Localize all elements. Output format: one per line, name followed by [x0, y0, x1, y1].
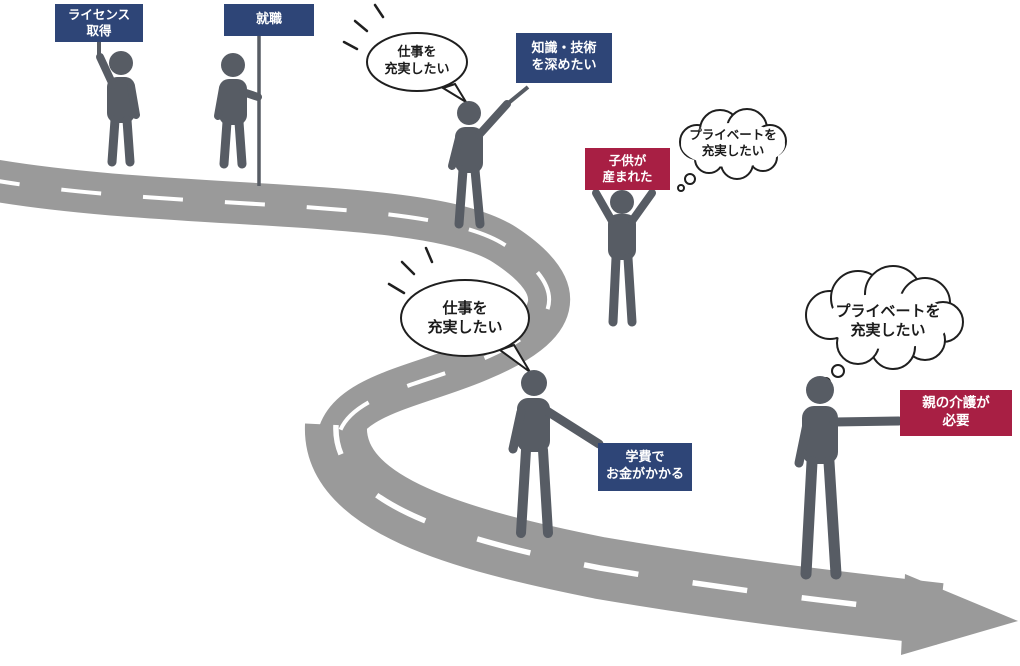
speech-bubble-body — [400, 279, 530, 357]
sign-parent-care-label: 親の介護が 必要 — [922, 395, 990, 429]
person-leg — [107, 115, 120, 167]
excitement-ray — [400, 260, 416, 276]
person-head — [806, 376, 834, 404]
speech-bubble-tail — [440, 82, 467, 103]
person-arm — [592, 189, 616, 225]
person-tuition — [508, 370, 604, 538]
person-arm — [628, 189, 656, 225]
person-leg — [470, 165, 485, 229]
road — [0, 160, 1018, 655]
person-leg — [800, 456, 818, 580]
person-leg — [608, 253, 621, 327]
road-upper-segment — [0, 160, 570, 450]
person-arm — [239, 88, 262, 101]
road-arrow-head — [901, 574, 1018, 655]
excitement-ray — [342, 40, 359, 51]
person-arm — [794, 419, 812, 468]
person-employment — [214, 36, 262, 186]
person-arm — [829, 416, 904, 427]
excitement-ray — [373, 3, 385, 19]
person-head — [457, 101, 481, 125]
bubble-label: プライベートを 充実したい — [689, 126, 777, 158]
cloud-center — [826, 293, 950, 349]
sign-tuition: 学費で お金がかかる — [598, 443, 692, 491]
thought-dot — [684, 173, 696, 185]
person-head — [521, 370, 547, 396]
sign-knowledge: 知識・技術 を深めたい — [516, 33, 612, 83]
excitement-ray — [387, 282, 406, 295]
speech-bubble-work-lower-text: 仕事を 充実したい — [400, 294, 530, 342]
sign-employment: 就職 — [224, 4, 314, 36]
sign-license: ライセンス 取得 — [55, 4, 143, 42]
bubble-label: プライベートを 充実したい — [835, 301, 941, 340]
person-head — [109, 51, 133, 75]
speech-bubble-work-lower — [387, 246, 531, 373]
sign-child-born: 子供が 産まれた — [585, 148, 670, 190]
person-arm — [214, 84, 227, 120]
person-leg — [122, 115, 135, 167]
person-arm — [508, 407, 526, 454]
person-leg — [823, 456, 842, 580]
sign-child-born-label: 子供が 産まれた — [602, 152, 653, 184]
person-arm — [448, 134, 463, 170]
road-centerline-lower — [333, 424, 941, 617]
sign-parent-care: 親の介護が 必要 — [900, 390, 1012, 436]
sign-knowledge-label: 知識・技術 を深めたい — [531, 41, 597, 73]
person-child-born — [592, 189, 656, 327]
bubble-label: 仕事を 充実したい — [384, 45, 450, 77]
person-arm — [127, 82, 140, 119]
cloud-center — [681, 123, 785, 167]
person-leg — [454, 165, 468, 229]
thought-dot — [677, 184, 685, 192]
person-body — [802, 406, 838, 464]
person-knowledge — [448, 85, 530, 229]
person-body — [608, 214, 636, 260]
person-leg — [219, 117, 232, 169]
person-arm — [475, 100, 511, 139]
person-head — [221, 53, 245, 77]
thought-bubble-private-upper — [677, 108, 787, 192]
person-head — [610, 190, 634, 214]
sign-license-label: ライセンス 取得 — [67, 6, 131, 38]
person-leg — [516, 445, 531, 538]
person-arm — [96, 53, 117, 89]
person-arm — [542, 406, 604, 449]
bubble-label: 仕事を 充実したい — [427, 298, 503, 337]
person-leg — [538, 445, 553, 538]
thought-dot — [831, 364, 845, 378]
sign-tuition-label: 学費で お金がかかる — [605, 450, 684, 482]
excitement-ray — [424, 246, 434, 264]
person-leg — [234, 117, 247, 169]
thought-bubble-private-lower — [805, 265, 964, 387]
speech-bubble-body — [366, 32, 468, 92]
person-leg — [623, 253, 637, 327]
speech-bubble-work-upper — [342, 3, 468, 103]
person-license — [96, 41, 140, 167]
thought-bubble-private-upper-text: プライベートを 充実したい — [677, 120, 789, 166]
person-parent-care — [794, 376, 904, 580]
speech-bubble-work-upper-text: 仕事を 充実したい — [367, 39, 467, 85]
thought-bubble-private-lower-text: プライベートを 充実したい — [818, 297, 958, 345]
sign-employment-label: 就職 — [255, 11, 282, 27]
excitement-ray — [353, 19, 369, 33]
